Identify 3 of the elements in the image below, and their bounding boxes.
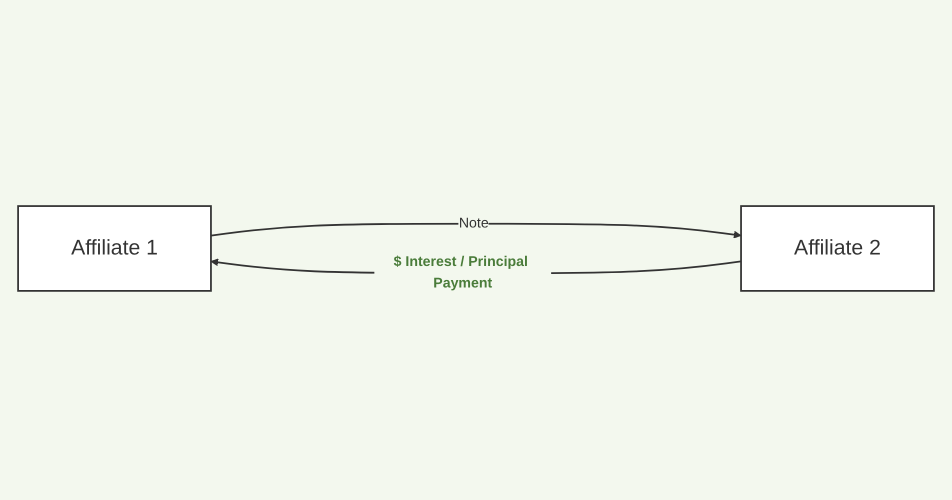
entity-box: Affiliate 2 <box>740 204 935 292</box>
arrow <box>210 222 742 238</box>
entity-box: Affiliate 1 <box>17 204 212 292</box>
